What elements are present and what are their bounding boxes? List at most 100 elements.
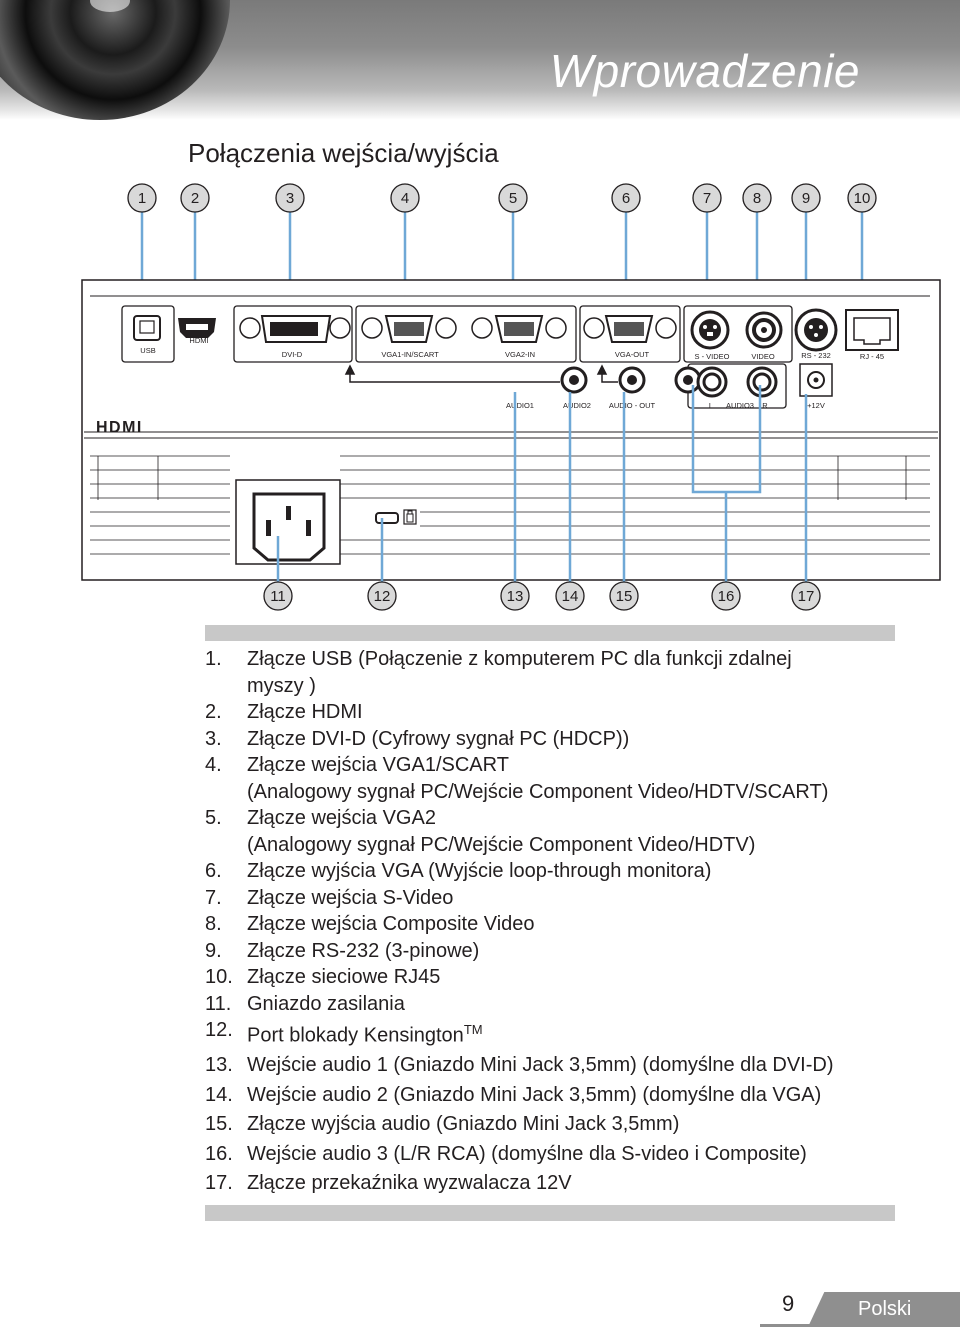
callout-circle (555, 581, 585, 611)
video-port[interactable] (745, 311, 783, 349)
hdmi-port[interactable] (178, 318, 216, 338)
power-socket[interactable] (235, 479, 341, 565)
list-item-text: Złącze wejścia S-Video (247, 886, 454, 909)
list-item: 14. Wejście audio 2 (Gniazdo Mini Jack 3,… (205, 1082, 905, 1109)
callout-2: 2 (180, 183, 210, 213)
trigger-12v-port[interactable] (799, 363, 833, 397)
callout-number: 9 (802, 190, 810, 207)
callout-14: 14 (555, 581, 585, 611)
connector-list: 1.Złącze USB (Połączenie z komputerem PC… (205, 646, 905, 1197)
leader-lines-bottom (276, 385, 808, 586)
rj45-port[interactable] (845, 309, 899, 351)
callout-number: 14 (562, 588, 579, 605)
list-item-number: 15. (205, 1113, 233, 1136)
kensington-lock[interactable] (375, 509, 417, 525)
list-item-number: 14. (205, 1083, 233, 1106)
audio3-l-port[interactable] (696, 366, 728, 398)
list-item-text: Złącze sieciowe RJ45 (247, 966, 441, 988)
callout-circle (791, 183, 821, 213)
section-title: Połączenia wejścia/wyjścia (188, 138, 499, 168)
callout-number: 17 (798, 588, 815, 605)
callout-17: 17 (791, 581, 821, 611)
divider-bottom (205, 1205, 895, 1221)
callout-circle (180, 183, 210, 213)
list-item: 2.Złącze HDMI (205, 699, 905, 726)
callout-number: 12 (374, 588, 391, 605)
callout-circle (791, 581, 821, 611)
list-item-text: Port blokady Kensington (247, 1024, 464, 1047)
list-item: 16.Wejście audio 3 (L/R RCA) (domyślne d… (205, 1141, 905, 1168)
callout-number: 5 (509, 190, 517, 207)
list-item-number: 2. (205, 701, 222, 723)
lens-highlight (90, 0, 130, 12)
rj45-label: RJ - 45 (860, 352, 884, 361)
routing-arrows (344, 364, 618, 383)
callout-circle (275, 183, 305, 213)
callout-1: 1 (127, 183, 157, 213)
vga2-port[interactable] (471, 315, 567, 343)
trigger-12v-label: +12V (807, 401, 825, 410)
callout-number: 13 (507, 588, 524, 605)
usb-label: USB (140, 346, 155, 355)
footer-language: Polski (858, 1298, 912, 1320)
list-item-number: 3. (205, 727, 222, 750)
list-item-number: 6. (205, 860, 222, 882)
callout-10: 10 (847, 183, 877, 213)
callout-circle (390, 183, 420, 213)
vga1-port[interactable] (361, 315, 457, 343)
list-item: 9.Złącze RS-232 (3-pinowe) (205, 938, 905, 965)
list-item-text: Wejście audio 2 (Gniazdo Mini Jack 3,5mm… (247, 1083, 822, 1106)
audio1-label: AUDIO1 (506, 401, 534, 410)
callout-11: 11 (263, 581, 293, 611)
callout-9: 9 (791, 183, 821, 213)
callout-circle (609, 581, 639, 611)
hdmi-label: HDMI (189, 336, 208, 345)
list-item-text: Złącze przekaźnika wyzwalacza 12V (247, 1172, 572, 1195)
connector-diagram: HDMI USB HDMI DVI-D VGA1-IN/SCART VGA2-I… (81, 183, 941, 611)
audio-out-port[interactable] (674, 366, 702, 394)
video-label: VIDEO (751, 352, 775, 361)
list-item: 5. Złącze wejścia VGA2 (Analogowy sygnał P… (205, 805, 905, 858)
audio3-r-port[interactable] (746, 366, 778, 398)
dvi-port[interactable] (239, 315, 351, 343)
list-item-text: Wejście audio 3 (L/R RCA) (domyślne dla … (247, 1142, 807, 1165)
s-video-port[interactable] (690, 310, 730, 350)
callout-circle (692, 183, 722, 213)
callout-circle (742, 183, 772, 213)
audio-out-label: AUDIO - OUT (609, 401, 656, 410)
list-item-number: 13. (205, 1054, 233, 1077)
callout-number: 2 (191, 190, 199, 207)
list-item: 17. Złącze przekaźnika wyzwalacza 12V (205, 1170, 905, 1197)
vga-out-port[interactable] (583, 315, 677, 343)
callout-number: 10 (854, 190, 871, 207)
page-header: Wprowadzenie (0, 0, 960, 120)
list-item-number: 8. (205, 913, 222, 935)
list-item: 6.Złącze wyjścia VGA (Wyjście loop-throu… (205, 858, 905, 885)
list-item: 10.Złącze sieciowe RJ45 (205, 964, 905, 991)
rs232-port[interactable] (794, 308, 838, 352)
callout-number: 6 (622, 190, 630, 207)
callout-13: 13 (500, 581, 530, 611)
audio3-r-label: R (762, 401, 768, 410)
list-item-number: 5. (205, 807, 222, 829)
callout-4: 4 (390, 183, 420, 213)
page-title: Wprowadzenie (549, 45, 860, 97)
callout-number: 7 (703, 190, 711, 207)
callout-circle (711, 581, 741, 611)
audio1-port[interactable] (560, 366, 588, 394)
list-item-text: Złącze wejścia VGA2 (247, 807, 436, 829)
list-item-number: 9. (205, 939, 222, 962)
usb-port[interactable] (133, 315, 161, 341)
callout-number: 8 (753, 190, 761, 207)
callout-6: 6 (611, 183, 641, 213)
callout-7: 7 (692, 183, 722, 213)
list-item: 13.Wejście audio 1 (Gniazdo Mini Jack 3,… (205, 1052, 905, 1079)
audio2-port[interactable] (618, 366, 646, 394)
list-item-number: 17. (205, 1172, 233, 1195)
list-item: 8. Złącze wejścia Composite Video (205, 911, 905, 938)
list-item-text: Złącze wejścia Composite Video (247, 913, 535, 935)
divider-top (205, 625, 895, 641)
list-item-continuation: (Analogowy sygnał PC/Wejście Component V… (247, 833, 756, 856)
callout-circle (367, 581, 397, 611)
